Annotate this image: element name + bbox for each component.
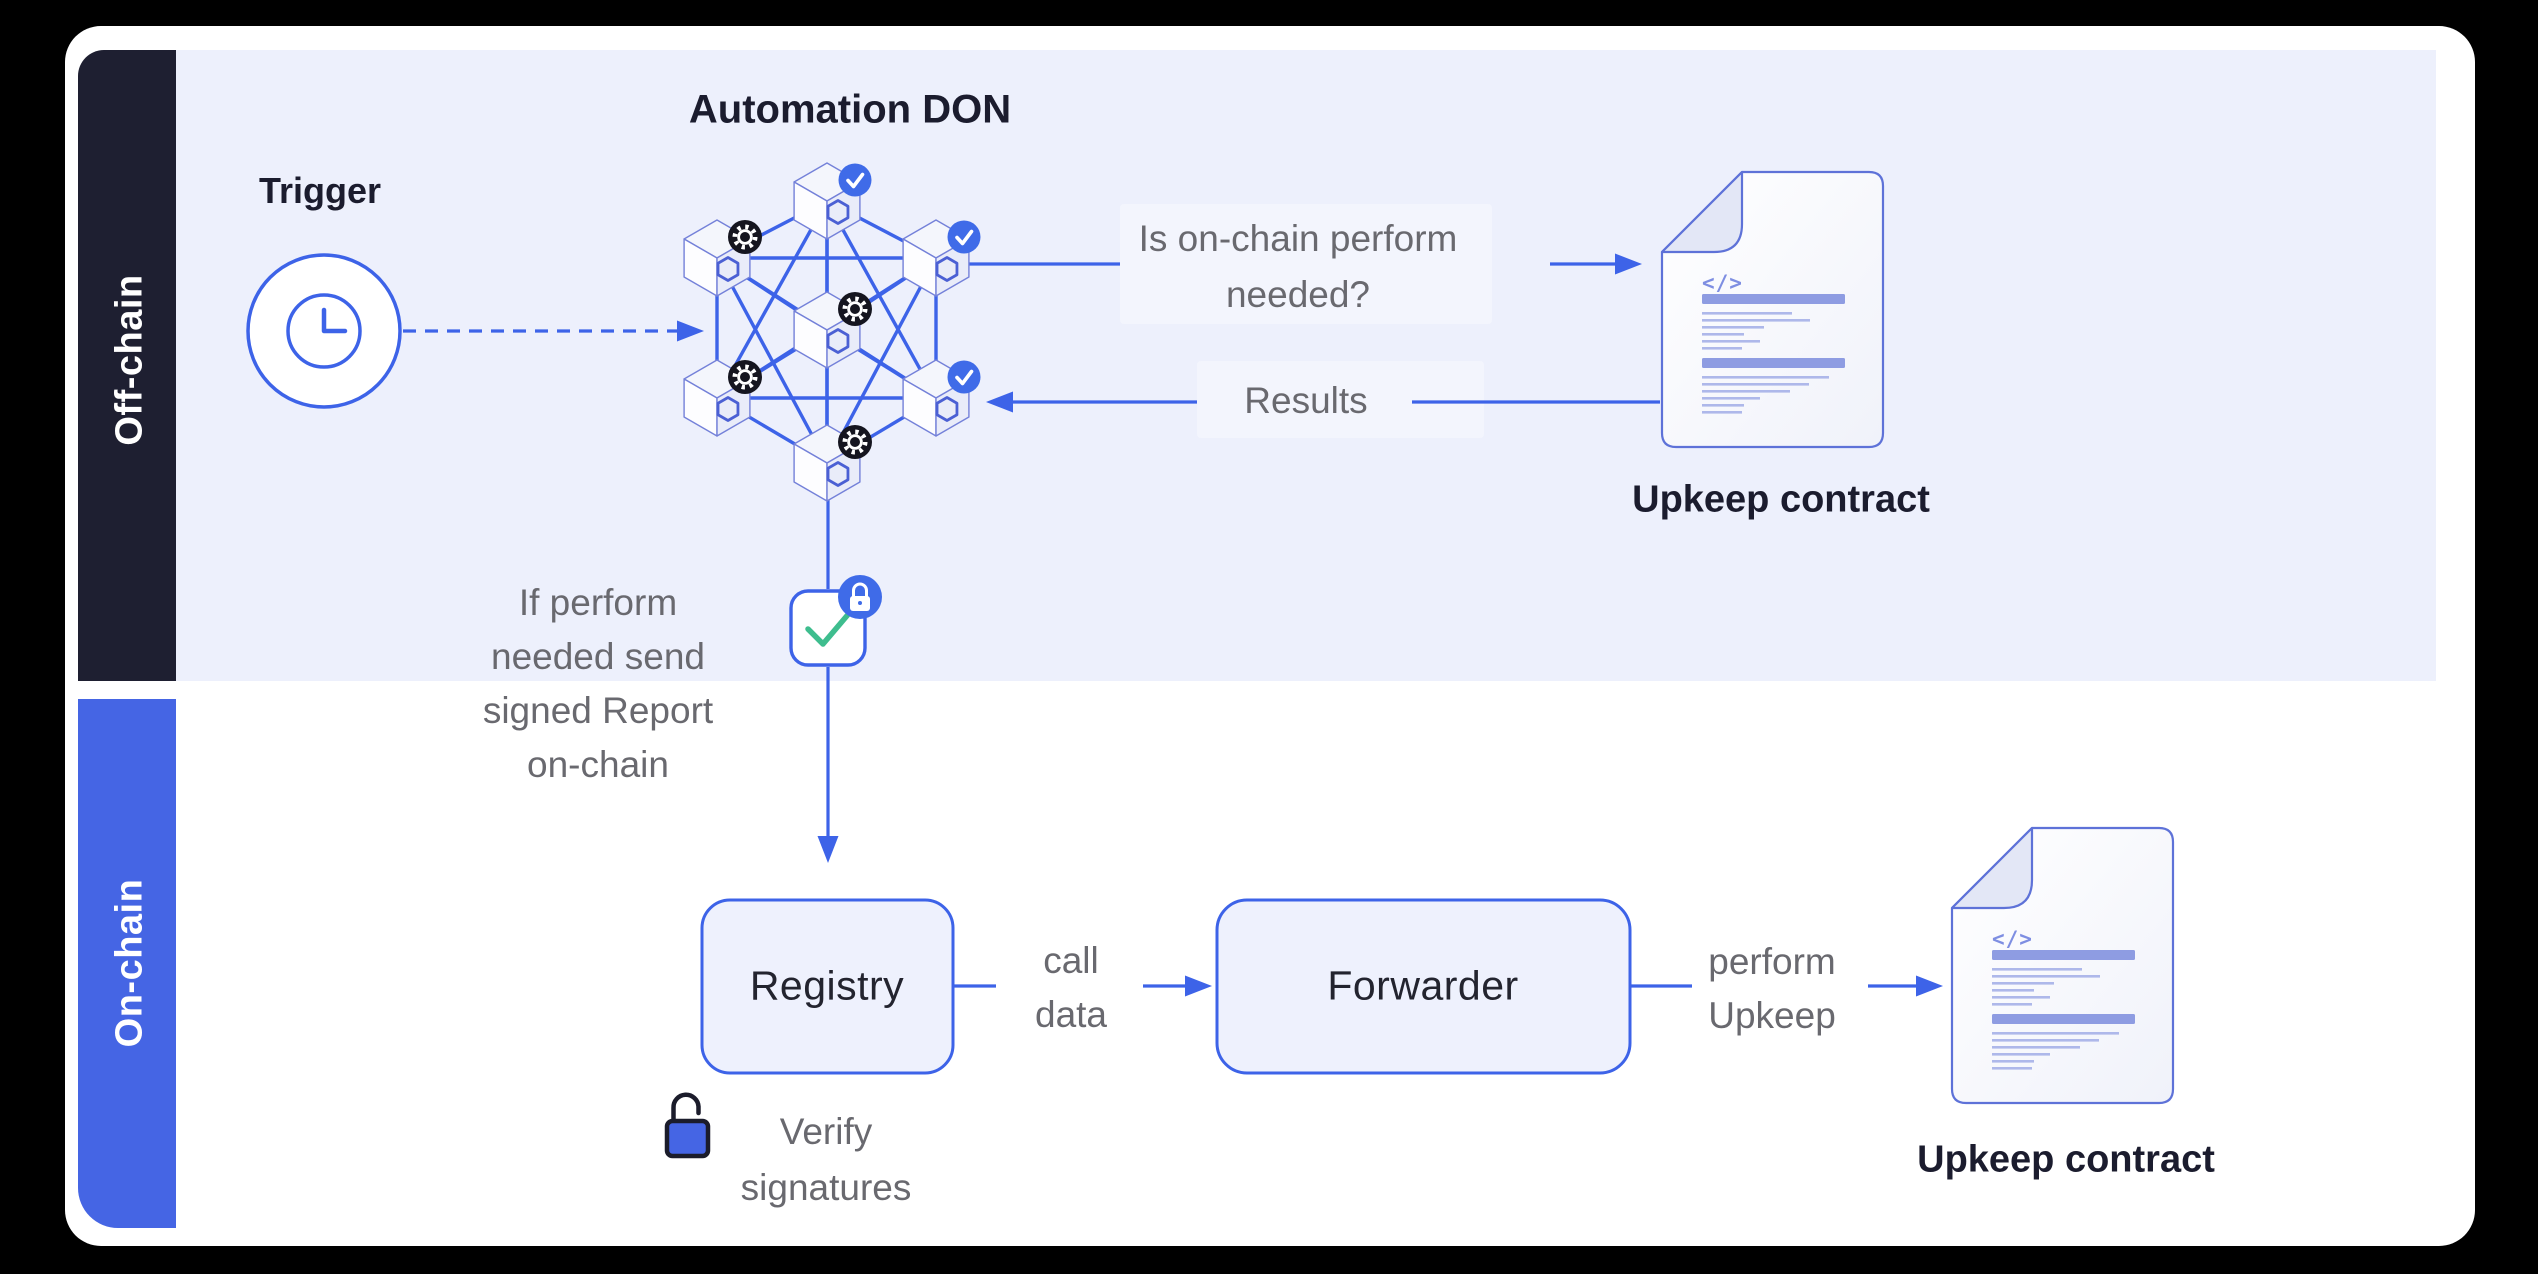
question-line-2: needed? [1225,274,1371,315]
upkeep-contract-document-top: </> [1660,170,1885,449]
don-node [683,219,762,297]
results-label-background [1197,361,1484,438]
don-node [793,162,872,240]
question-to-contract-arrowhead [1615,253,1642,275]
call-data-line-2: data [1034,994,1108,1035]
trigger-to-don-arrowhead [677,320,704,342]
registry-box-label: Registry [749,962,905,1009]
don-node [902,359,981,437]
perform-upkeep-line-2: Upkeep [1708,995,1836,1036]
if-perform-line-2: needed send [491,636,705,677]
question-line-1: Is on-chain perform [1138,218,1458,259]
gear-badge-icon [728,360,762,394]
don-node [902,219,981,297]
chainlink-icon [716,396,740,422]
signed-report-icon [789,575,882,667]
perform-upkeep-line-1: perform [1708,941,1836,982]
question-label: Is on-chain perform needed? [1139,211,1458,323]
forwarder-box-label: Forwarder [1327,962,1519,1009]
perform-upkeep-label: perform Upkeep [1708,935,1836,1043]
check-badge-icon [947,360,981,394]
check-badge-icon [947,220,981,254]
don-edge [825,200,938,399]
verify-signatures-label: Verify signatures [741,1104,912,1216]
don-node [683,359,762,437]
forwarder-box [1215,898,1632,1075]
if-perform-line-4: on-chain [527,744,669,785]
if-perform-line-3: signed Report [482,690,714,731]
on-chain-section-label: On-chain [108,878,151,1048]
perform-to-contract-arrowhead [1916,975,1943,997]
off-chain-section-label: Off-chain [108,274,151,446]
check-badge-icon [838,163,872,197]
results-to-don-arrowhead [986,391,1013,413]
don-edge [715,257,829,464]
gear-badge-icon [838,425,872,459]
lock-badge-icon [838,575,882,619]
check-icon [805,608,854,647]
on-chain-sidebar [78,699,176,1228]
upkeep-contract-top-label: Upkeep contract [1632,478,1930,521]
code-icon: </> [1702,271,1743,295]
registry-box [700,898,955,1075]
verify-line-2: signatures [740,1167,912,1208]
chainlink-icon [935,256,959,282]
code-icon: </> [1992,927,2033,951]
upkeep-contract-document-bottom: </> [1950,826,2175,1105]
chainlink-icon [716,256,740,282]
report-to-registry-arrowhead [817,836,839,863]
question-label-background [1120,204,1492,324]
off-chain-sidebar [78,50,176,681]
gear-badge-icon [728,220,762,254]
chainlink-icon [935,396,959,422]
call-data-line-1: call [1043,940,1099,981]
chainlink-icon [826,461,850,487]
results-label: Results [1244,380,1368,421]
chainlink-icon [826,328,850,354]
gear-badge-icon [838,292,872,326]
unlock-icon [664,1092,711,1159]
verify-line-1: Verify [779,1111,873,1152]
call-data-label: call data [1035,934,1107,1042]
calldata-to-forwarder-arrowhead [1185,975,1212,997]
if-perform-line-1: If perform [518,582,678,623]
trigger-label: Trigger [258,170,382,211]
automation-don-title: Automation DON [688,87,1012,132]
don-node [793,291,872,369]
chainlink-icon [826,199,850,225]
don-node [793,424,872,502]
if-perform-label: If perform needed send signed Report on-… [483,576,713,792]
clock-icon [246,253,402,409]
upkeep-contract-bottom-label: Upkeep contract [1917,1138,2215,1181]
